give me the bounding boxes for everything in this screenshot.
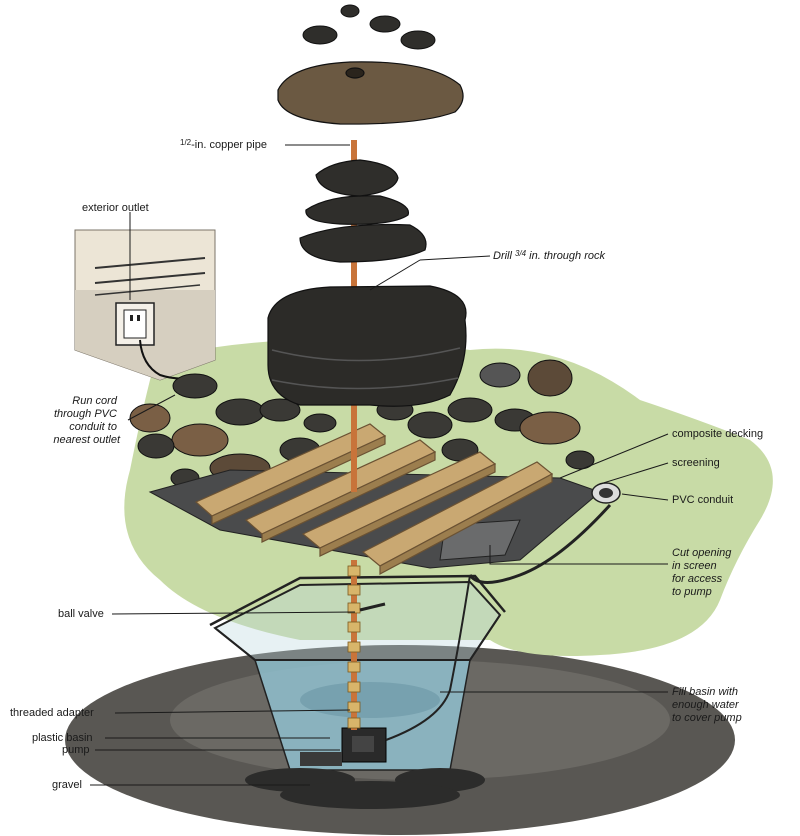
threaded-adapter-label: threaded adapter	[10, 707, 94, 719]
pvc-conduit-label: PVC conduit	[672, 494, 733, 506]
rock-stack	[267, 159, 467, 407]
ball-valve-handle	[359, 602, 386, 612]
screening-label: screening	[672, 457, 720, 469]
exterior-outlet-label: exterior outlet	[82, 202, 149, 214]
small-top-rocks	[302, 4, 436, 50]
composite-decking-label: composite decking	[672, 428, 763, 440]
run-cord-label: Run cord through PVC conduit to nearest …	[53, 395, 121, 446]
cut-opening-label: Cut opening in screen for access to pump	[672, 547, 734, 598]
gravel	[245, 768, 485, 809]
exterior-wall	[74, 229, 216, 381]
pump-label: pump	[62, 744, 90, 756]
copper-pipe-label: 1/2-in. copper pipe	[180, 138, 267, 151]
ball-valve-label: ball valve	[58, 608, 104, 620]
pump	[300, 727, 387, 766]
gravel-label: gravel	[52, 779, 82, 791]
leader-lines	[90, 144, 669, 786]
plastic-basin	[209, 574, 506, 771]
drill-label: Drill 3/4 in. through rock	[493, 249, 605, 262]
fill-basin-label: Fill basin with enough water to cover pu…	[672, 686, 742, 724]
outlet-box	[115, 302, 155, 346]
composite-decking	[194, 423, 554, 576]
pump-cord	[385, 574, 471, 741]
labels: 1/2-in. copper pipe exterior outlet Dril…	[10, 138, 763, 791]
plastic-basin-label: plastic basin	[32, 732, 93, 744]
top-rock	[277, 61, 464, 125]
